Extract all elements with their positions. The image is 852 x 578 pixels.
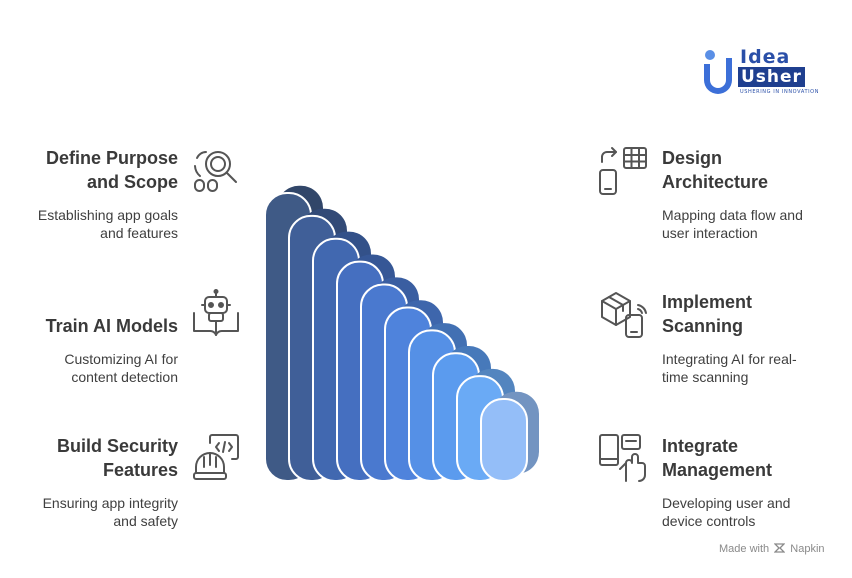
layered-stack-graphic bbox=[264, 185, 539, 483]
made-with-credit[interactable]: Made with Napkin bbox=[719, 543, 825, 555]
step-1-description: Establishing app goals and features bbox=[37, 207, 178, 241]
device-touch-icon bbox=[598, 433, 650, 483]
step-2-title: Design Architecture bbox=[662, 148, 769, 192]
logo-tagline: USHERING IN INNOVATION bbox=[740, 89, 820, 95]
step-3-description: Customizing AI for content detection bbox=[64, 351, 178, 385]
step-2-description: Mapping data flow and user interaction bbox=[662, 207, 803, 241]
package-scan-icon bbox=[598, 289, 650, 339]
code-helmet-icon bbox=[192, 433, 242, 481]
napkin-logo-icon bbox=[773, 543, 786, 553]
step-6-title: Integrate Management bbox=[662, 436, 773, 480]
credit-prefix: Made with bbox=[719, 543, 770, 555]
logo-word-idea: Idea bbox=[740, 46, 791, 68]
architecture-layout-icon bbox=[598, 146, 650, 196]
logo-mark-icon bbox=[704, 50, 732, 94]
step-4-description: Integrating AI for real- time scanning bbox=[662, 351, 797, 385]
stack-layer-10 bbox=[480, 398, 528, 482]
logo-word-usher: Usher bbox=[738, 67, 805, 87]
step-4-title: Implement Scanning bbox=[662, 292, 753, 336]
step-5-description: Ensuring app integrity and safety bbox=[42, 495, 178, 529]
step-6-description: Developing user and device controls bbox=[662, 495, 791, 529]
company-logo: Idea Usher USHERING IN INNOVATION bbox=[700, 46, 824, 98]
robot-book-icon bbox=[192, 289, 240, 339]
step-5-title: Build Security Features bbox=[56, 436, 178, 480]
step-1-title: Define Purpose and Scope bbox=[45, 148, 178, 192]
step-3-title: Train AI Models bbox=[45, 316, 178, 336]
search-people-icon bbox=[192, 146, 240, 194]
credit-brand: Napkin bbox=[790, 543, 825, 555]
